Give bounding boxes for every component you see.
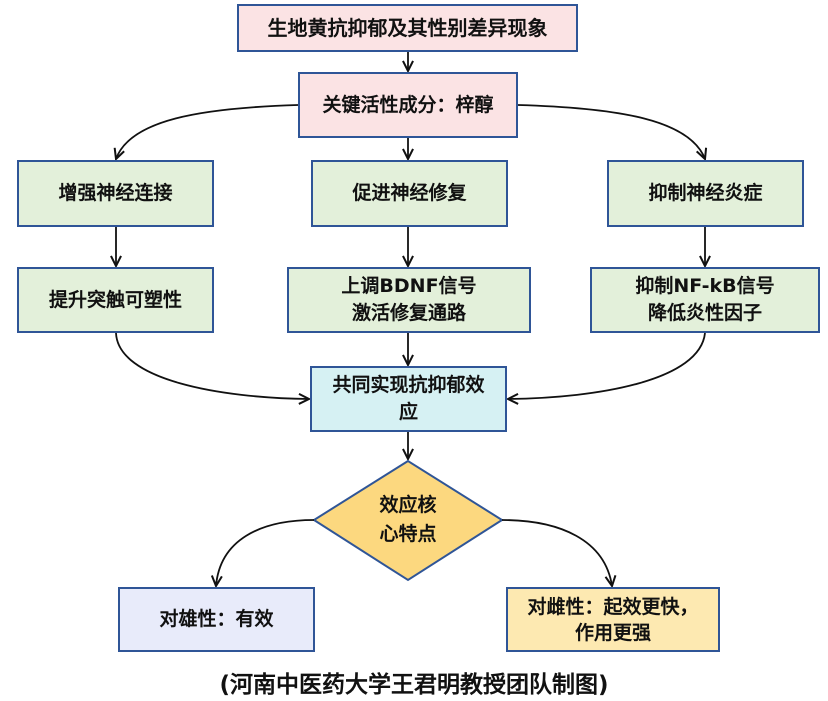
pathway-effect-text: 促进神经修复: [352, 182, 467, 204]
female-outcome-box: 对雌性：起效更快， 作用更强: [506, 587, 720, 652]
pathway-effect-text: 抑制神经炎症: [648, 182, 763, 204]
pathway-effect-text: 增强神经连接: [58, 182, 173, 204]
arrow-decision-to-male: [216, 519, 315, 586]
arrow-key-to-connect: [116, 104, 299, 159]
joint-effect-text: 共同实现抗抑郁效 应: [332, 374, 485, 423]
arrow-nfkb-to-joint: [508, 332, 706, 399]
title-box: 生地黄抗抑郁及其性别差异现象: [237, 4, 578, 52]
pathway-connect-box: 增强神经连接: [17, 160, 214, 227]
title-text: 生地黄抗抑郁及其性别差异现象: [267, 15, 548, 40]
female-outcome-text: 对雌性：起效更快， 作用更强: [527, 595, 699, 644]
decision-diamond: [312, 459, 504, 582]
figure-caption: (河南中医药大学王君明教授团队制图): [219, 672, 609, 698]
decision-label: 效应核 心特点: [379, 494, 437, 545]
joint-effect-box: 共同实现抗抑郁效 应: [310, 366, 507, 432]
mechanism-text: 提升突触可塑性: [48, 288, 182, 311]
male-outcome-box: 对雄性：有效: [118, 587, 315, 652]
key-component-text: 关键活性成分：梓醇: [322, 93, 494, 116]
mechanism-nfkb-box: 抑制NF-kB信号 降低炎性因子: [590, 267, 820, 333]
mechanism-bdnf-box: 上调BDNF信号 激活修复通路: [287, 267, 531, 333]
key-component-box: 关键活性成分：梓醇: [298, 72, 518, 138]
mechanism-plasticity-box: 提升突触可塑性: [17, 267, 214, 333]
mechanism-text: 上调BDNF信号 激活修复通路: [341, 275, 477, 324]
pathway-inflammation-box: 抑制神经炎症: [607, 160, 804, 227]
male-outcome-text: 对雄性：有效: [159, 608, 274, 630]
pathway-repair-box: 促进神经修复: [311, 160, 508, 227]
arrow-key-to-inflammation: [517, 104, 705, 159]
mechanism-text: 抑制NF-kB信号 降低炎性因子: [635, 275, 775, 324]
arrow-plasticity-to-joint: [115, 332, 309, 399]
arrow-decision-to-female: [501, 519, 612, 586]
